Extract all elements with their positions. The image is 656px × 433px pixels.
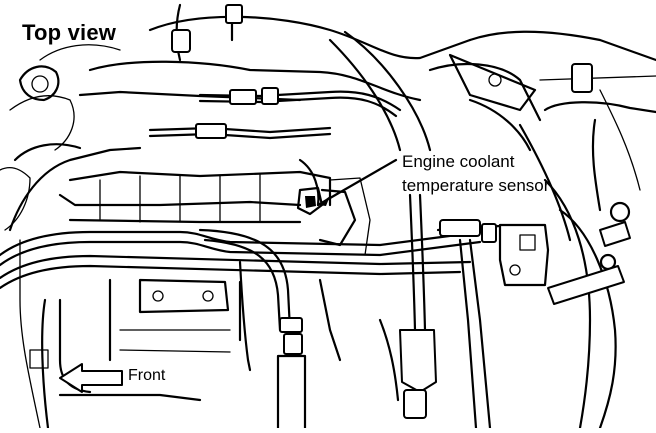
harness: [378, 193, 502, 430]
callout-leader: [316, 158, 398, 207]
intake-collector: [9, 15, 472, 151]
intake-manifold: [0, 143, 332, 232]
view-title: Top view: [22, 20, 117, 45]
fuel-lines: [0, 230, 482, 430]
sensor-callout-line-2: temperature sensor: [402, 176, 550, 195]
throttle-cables: [148, 3, 532, 152]
front-direction-label: Front: [128, 367, 166, 384]
left-arrow-icon: [59, 363, 123, 393]
sensor-callout-line-1: Engine coolant: [402, 152, 515, 171]
right-side-components: [428, 30, 656, 430]
callout-arrowhead: [318, 196, 330, 206]
vertical-hose: [198, 228, 307, 430]
